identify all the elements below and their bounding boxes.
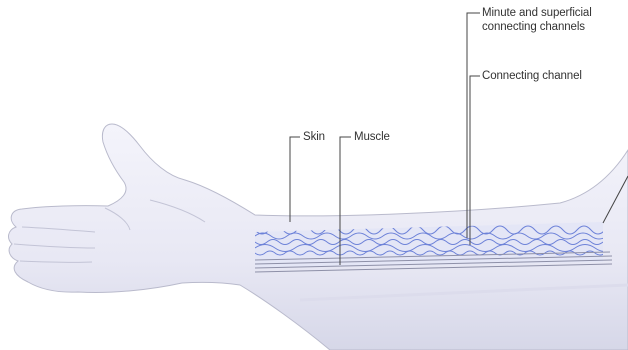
skin-label: Skin xyxy=(303,130,325,144)
leader-line-minute-channels xyxy=(467,13,480,238)
connecting-channel-label: Connecting channel xyxy=(482,69,582,83)
muscle-label: Muscle xyxy=(354,130,390,144)
minute-superficial-channels-label: Minute and superficial connecting channe… xyxy=(482,6,622,34)
leader-line-skin xyxy=(290,137,300,222)
